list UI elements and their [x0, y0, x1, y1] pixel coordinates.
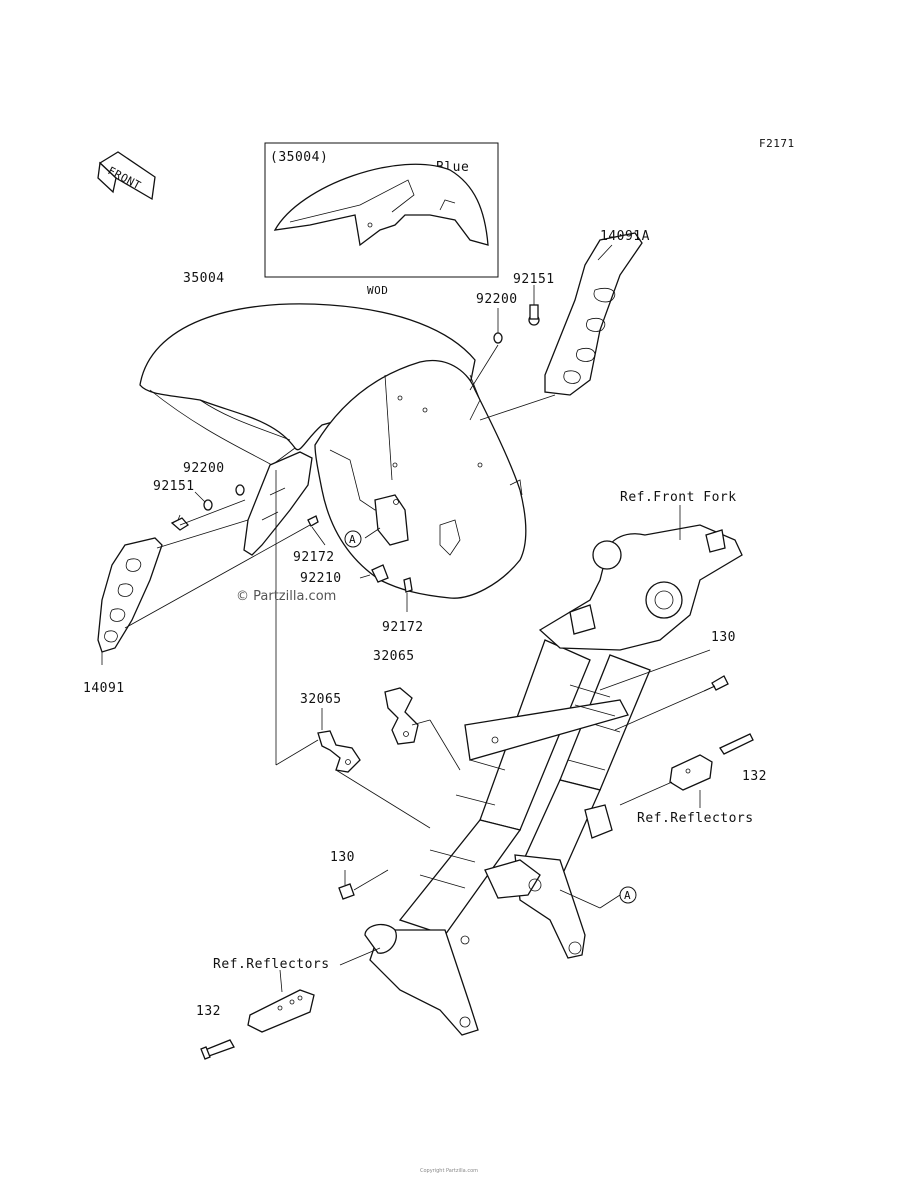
footer-copyright: Copyright Partzilla.com	[420, 1168, 478, 1174]
callout-92172-left: 92172	[293, 550, 335, 565]
callout-92151-top: 92151	[513, 272, 555, 287]
front-fender	[139, 303, 527, 599]
fender-cover-right	[544, 232, 643, 396]
reflector-bracket-right	[669, 754, 713, 791]
bolt-130-right	[703, 675, 729, 692]
callout-35004: 35004	[183, 271, 225, 286]
marker-a-upper-label: A	[349, 533, 356, 546]
fender-inner-bracket-left	[243, 451, 313, 556]
color-variant-inset: (35004) Blue WOD	[264, 142, 499, 297]
bolt-132-right	[719, 733, 754, 755]
inset-caption: WOD	[367, 284, 388, 297]
bolt-130-left	[338, 883, 355, 900]
callout-92172-bottom: 92172	[382, 620, 424, 635]
callout-32065-b: 32065	[300, 692, 342, 707]
inset-ref: (35004)	[270, 150, 328, 165]
front-arrow-icon: FRONT	[97, 151, 156, 201]
callout-132-left: 132	[196, 1004, 221, 1019]
callout-130-right: 130	[711, 630, 736, 645]
figure-code: F2171	[759, 137, 795, 150]
reference-marker-a-lower: A	[619, 886, 637, 904]
callout-14091: 14091	[83, 681, 125, 696]
callout-32065-a: 32065	[373, 649, 415, 664]
callout-ref-reflectors-right: Ref.Reflectors	[637, 811, 754, 826]
bracket-32065-upper	[384, 687, 419, 745]
hardware-small-parts	[170, 304, 540, 593]
watermark: © Partzilla.com	[236, 589, 336, 604]
reflector-bracket-left	[247, 989, 315, 1033]
callout-92200-top: 92200	[476, 292, 518, 307]
callout-ref-reflectors-left: Ref.Reflectors	[213, 957, 330, 972]
callout-14091a: 14091A	[600, 229, 650, 244]
callout-92210: 92210	[300, 571, 342, 586]
front-fork-assembly	[364, 524, 743, 1036]
bolt-132-left	[200, 1039, 235, 1060]
reference-marker-a-upper: A	[344, 530, 362, 548]
callout-ref-front-fork: Ref.Front Fork	[620, 490, 737, 505]
callout-92151-left: 92151	[153, 479, 195, 494]
bracket-32065-lower	[317, 730, 361, 773]
callout-130-left: 130	[330, 850, 355, 865]
leader-lines	[101, 244, 711, 993]
callout-92200-left: 92200	[183, 461, 225, 476]
callout-132-right: 132	[742, 769, 767, 784]
fender-cover-left	[97, 537, 163, 653]
marker-a-lower-label: A	[624, 889, 631, 902]
